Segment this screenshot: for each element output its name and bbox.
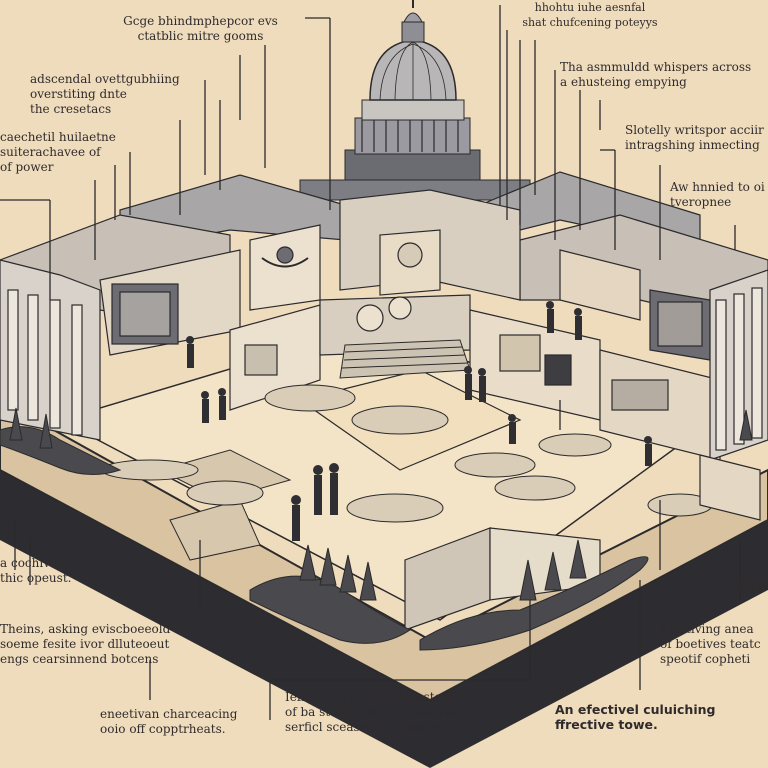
capitol-dome	[299, 0, 531, 201]
conference-tables	[101, 384, 713, 523]
staircase	[339, 339, 471, 379]
annotation-bottom-center: Ieffecti fal chetsft hhiusters of ba sto…	[285, 690, 461, 734]
front-walls	[404, 454, 761, 631]
right-colonnade	[709, 269, 768, 461]
figures	[186, 301, 652, 541]
annotation-right-1: Tha asmmuldd whispers across a ehusteing…	[560, 60, 752, 89]
annotation-right-mid-1: Lurpi	[735, 578, 768, 592]
annotation-left-mid-1: a cochive : thic opeust.	[0, 556, 72, 585]
annotation-top-center: hhohtu iuhe aesnfal shat chufcening pote…	[522, 1, 658, 29]
hedges	[0, 407, 753, 651]
annotation-left-1: caechetil huilaetne suiterachavee of of …	[0, 130, 116, 174]
leader-lines	[0, 5, 741, 720]
annotation-right-mid-2: Efertiving anea of boetives teatc speoti…	[660, 622, 761, 666]
annotation-bottom-left: eneetivan charceacing ooio off copptrhea…	[100, 707, 238, 736]
annotation-right-2: Slotelly writspor acciir intragshing inm…	[625, 123, 764, 152]
annotation-top-left-2: adscendal ovettgubhiing overstiting dnte…	[30, 72, 180, 116]
annotation-bottom-right: An efectivel culuiching ffrective towe.	[555, 702, 716, 732]
annotation-top-left-1: Gcge bhindmphepcor evs ctatblic mitre go…	[123, 14, 278, 43]
annotation-right-3: Aw hnnied to oi tveropnee	[670, 180, 765, 209]
left-colonnade	[0, 259, 101, 441]
annotation-left-mid-2: Theins, asking eviscboeeold soeme fesite…	[0, 622, 171, 666]
